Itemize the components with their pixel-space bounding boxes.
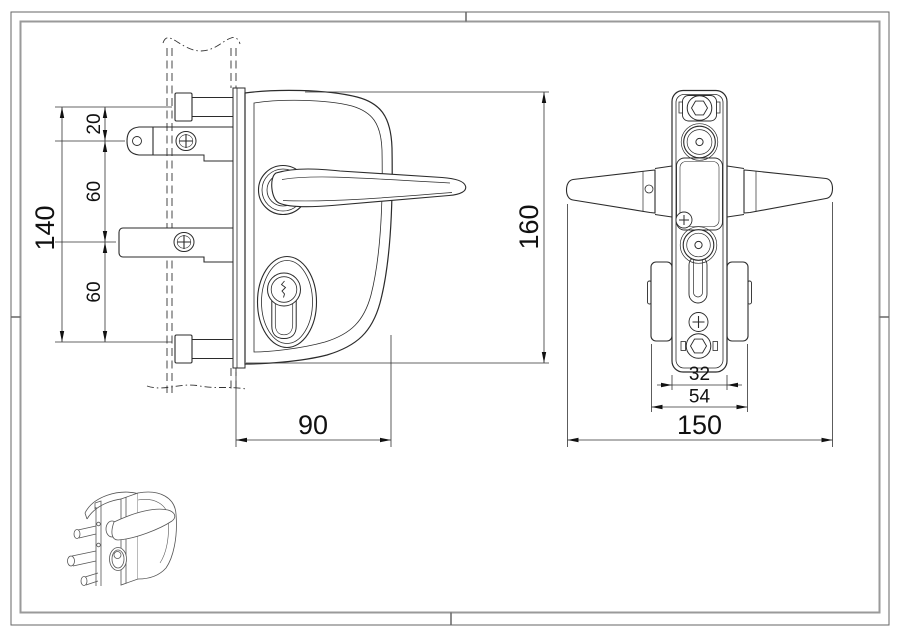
- frame-center-ticks: [11, 12, 889, 625]
- post-break-lines: [146, 37, 247, 390]
- side-handle-left: [565, 165, 673, 218]
- front-view-dim-arrows: [59, 92, 547, 443]
- side-view: 32 54 150: [565, 89, 834, 447]
- dim-label-90: 90: [298, 410, 328, 440]
- iso-mount-bar: [95, 505, 102, 586]
- dim-label-150: 150: [677, 410, 722, 440]
- dim-label-60-upper: 60: [84, 181, 105, 202]
- front-view: 140 20 60 60 90 160: [30, 37, 549, 447]
- hex-bolt-bottom: [680, 333, 718, 359]
- fixing-tab: [126, 126, 233, 162]
- side-view-dimensions: [567, 202, 833, 447]
- sheet-frame: [10, 11, 890, 626]
- iso-handle-lever: [111, 508, 176, 541]
- dim-label-140: 140: [30, 205, 60, 250]
- latch-slot: [688, 255, 708, 304]
- screw-head-icon: [173, 232, 195, 252]
- fixing-bolt-top: [174, 92, 233, 122]
- keyway-icon: [280, 280, 287, 298]
- lock-backplate: [232, 87, 246, 369]
- dim-label-60-lower: 60: [84, 281, 105, 302]
- iso-view: [67, 491, 177, 586]
- side-handle-right: [726, 165, 834, 218]
- iso-cover: [137, 491, 177, 580]
- handle-lever: [271, 168, 467, 208]
- frame-outer-border: [10, 11, 890, 626]
- dim-label-32: 32: [689, 364, 710, 385]
- euro-cylinder: [267, 272, 301, 340]
- dim-label-160: 160: [514, 204, 544, 249]
- screw-head-icon: [688, 312, 709, 332]
- knob-upper: [680, 123, 719, 161]
- knob-lower: [679, 226, 718, 264]
- iso-fixing-pins: [67, 525, 99, 586]
- screw-head-icon: [675, 211, 693, 229]
- hex-bolt-top: [678, 95, 721, 122]
- dim-label-54: 54: [689, 387, 711, 408]
- dim-label-20: 20: [84, 113, 105, 134]
- front-view-dimensions: [55, 91, 549, 447]
- screw-head-icon: [175, 131, 197, 151]
- side-lock-housings: [647, 261, 752, 342]
- iso-cover-top-flange: [84, 491, 141, 514]
- fixing-bar: [118, 227, 233, 263]
- fixing-bolt-bottom: [174, 334, 233, 364]
- side-view-dim-arrows: [567, 382, 833, 443]
